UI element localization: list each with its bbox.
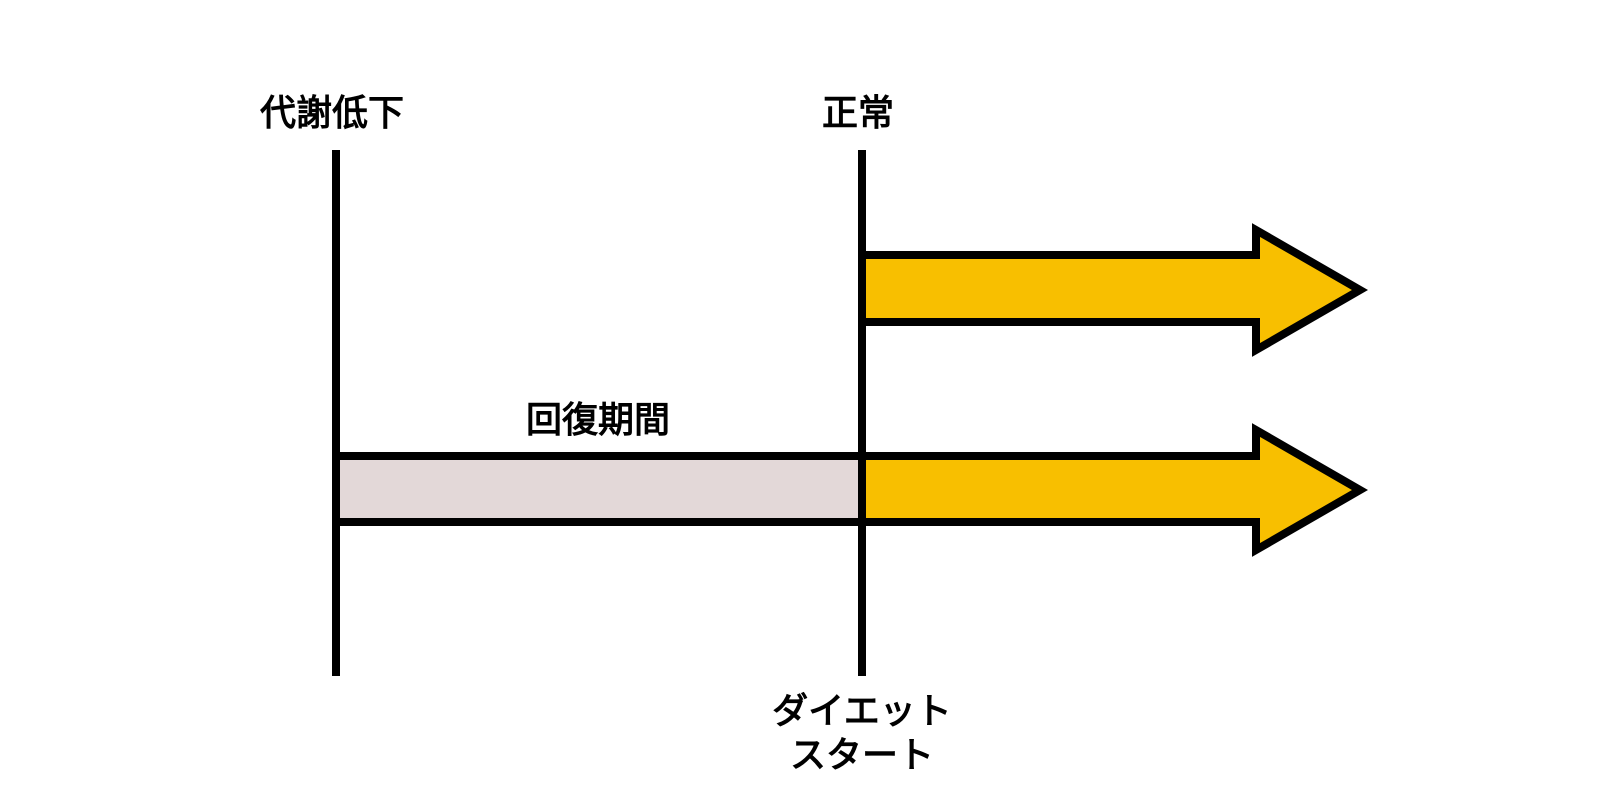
recovery-bar (332, 452, 866, 526)
upper-arrow (858, 223, 1369, 357)
normal-label: 正常 (822, 93, 895, 134)
lower-arrow (858, 423, 1369, 557)
diet-start-label-line2: スタート (789, 735, 934, 776)
diet-start-label: ダイエット スタート (762, 690, 962, 778)
diet-start-label-line1: ダイエット (772, 691, 952, 732)
metabolism-low-label: 代謝低下 (260, 93, 405, 134)
recovery-period-label: 回復期間 (526, 400, 671, 441)
